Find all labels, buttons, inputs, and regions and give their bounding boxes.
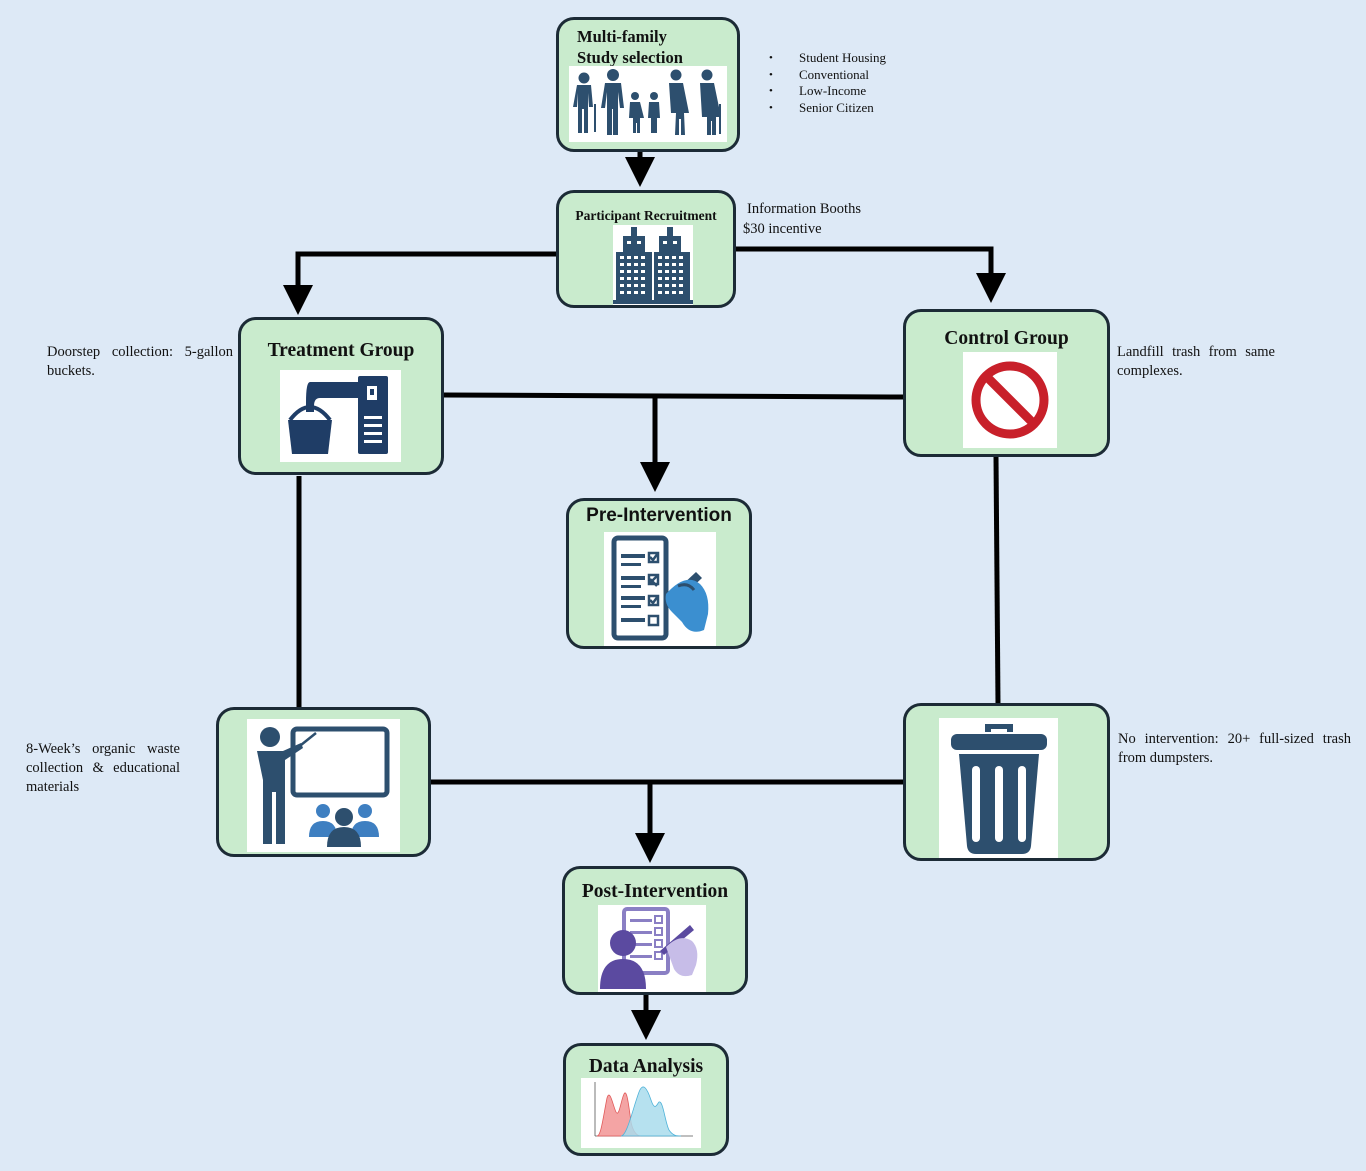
study-type-item: Low-Income <box>769 83 886 100</box>
pre-intervention-title: Pre-Intervention <box>586 505 732 526</box>
no-intervention-box <box>903 703 1110 861</box>
trash-can-icon <box>939 718 1058 858</box>
arrow-recruitment-to-control <box>736 246 1006 303</box>
data-analysis-box: Data Analysis <box>563 1043 729 1156</box>
study-selection-box: Multi-family Study selection <box>556 17 740 152</box>
study-type-list: Student Housing Conventional Low-Income … <box>769 50 886 116</box>
education-materials-box <box>216 707 431 857</box>
treatment-group-box: Treatment Group <box>238 317 444 475</box>
connector-treatment-control <box>443 392 904 400</box>
treatment-group-title: Treatment Group <box>267 340 415 361</box>
study-type-item: Senior Citizen <box>769 100 886 117</box>
histogram-icon <box>581 1078 701 1148</box>
control-note: Landfill trash from same complexes. <box>1117 344 1275 379</box>
control-group-title: Control Group <box>944 328 1069 349</box>
prohibited-icon <box>963 352 1057 448</box>
post-intervention-title: Post-Intervention <box>581 881 729 902</box>
participant-recruitment-box: Participant Recruitment <box>556 190 736 308</box>
control-group-box: Control Group <box>903 309 1110 457</box>
study-selection-title: Multi-family Study selection <box>577 27 683 67</box>
survey-person-icon <box>598 905 706 992</box>
arrow-recruitment-to-treatment <box>283 251 556 315</box>
bucket-dispenser-icon <box>280 370 401 462</box>
no-intervention-note: No intervention: 20+ full-sized trash fr… <box>1118 731 1351 766</box>
study-type-item: Conventional <box>769 67 886 84</box>
recruitment-note: Information Booths $30 incentive <box>743 201 861 237</box>
participant-recruitment-title: Participant Recruitment <box>575 208 717 223</box>
family-icon <box>569 66 727 142</box>
study-type-item: Student Housing <box>769 50 886 67</box>
education-note: 8-Week’s organic waste collection & educ… <box>26 741 180 795</box>
checklist-hand-icon <box>604 532 716 646</box>
treatment-note: Doorstep collection: 5-gallon buckets. <box>47 344 233 379</box>
connector-control-down <box>993 456 1001 705</box>
post-intervention-box: Post-Intervention <box>562 866 748 995</box>
teacher-whiteboard-icon <box>247 719 400 852</box>
pre-intervention-box: Pre-Intervention <box>566 498 752 649</box>
apartment-buildings-icon <box>613 225 693 305</box>
data-analysis-title: Data Analysis <box>588 1056 704 1077</box>
